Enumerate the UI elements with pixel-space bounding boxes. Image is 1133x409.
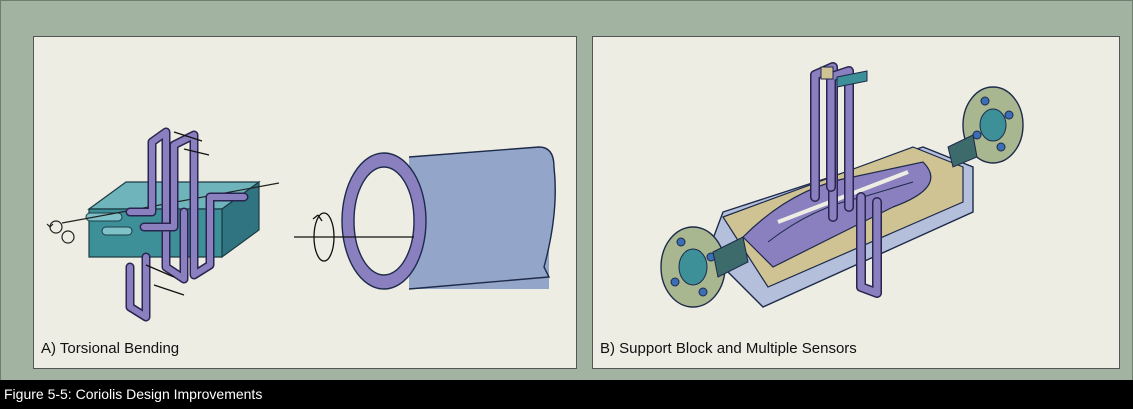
figure-caption: Figure 5-5: Coriolis Design Improvements: [4, 386, 262, 402]
panel-support-block: B) Support Block and Multiple Sensors: [592, 36, 1120, 369]
sensor-housing: [708, 147, 973, 307]
support-block-illustration: [593, 37, 1119, 368]
rotation-arrows: [47, 221, 74, 243]
pipe-cross-section: [294, 147, 555, 289]
panel-a-label: A) Torsional Bending: [41, 340, 179, 357]
right-flange: [948, 87, 1023, 167]
caption-bar: Figure 5-5: Coriolis Design Improvements: [0, 380, 1133, 409]
torsional-bending-illustration: [34, 37, 576, 368]
panel-torsional-bending: A) Torsional Bending: [33, 36, 577, 369]
panel-b-label: B) Support Block and Multiple Sensors: [600, 340, 857, 357]
